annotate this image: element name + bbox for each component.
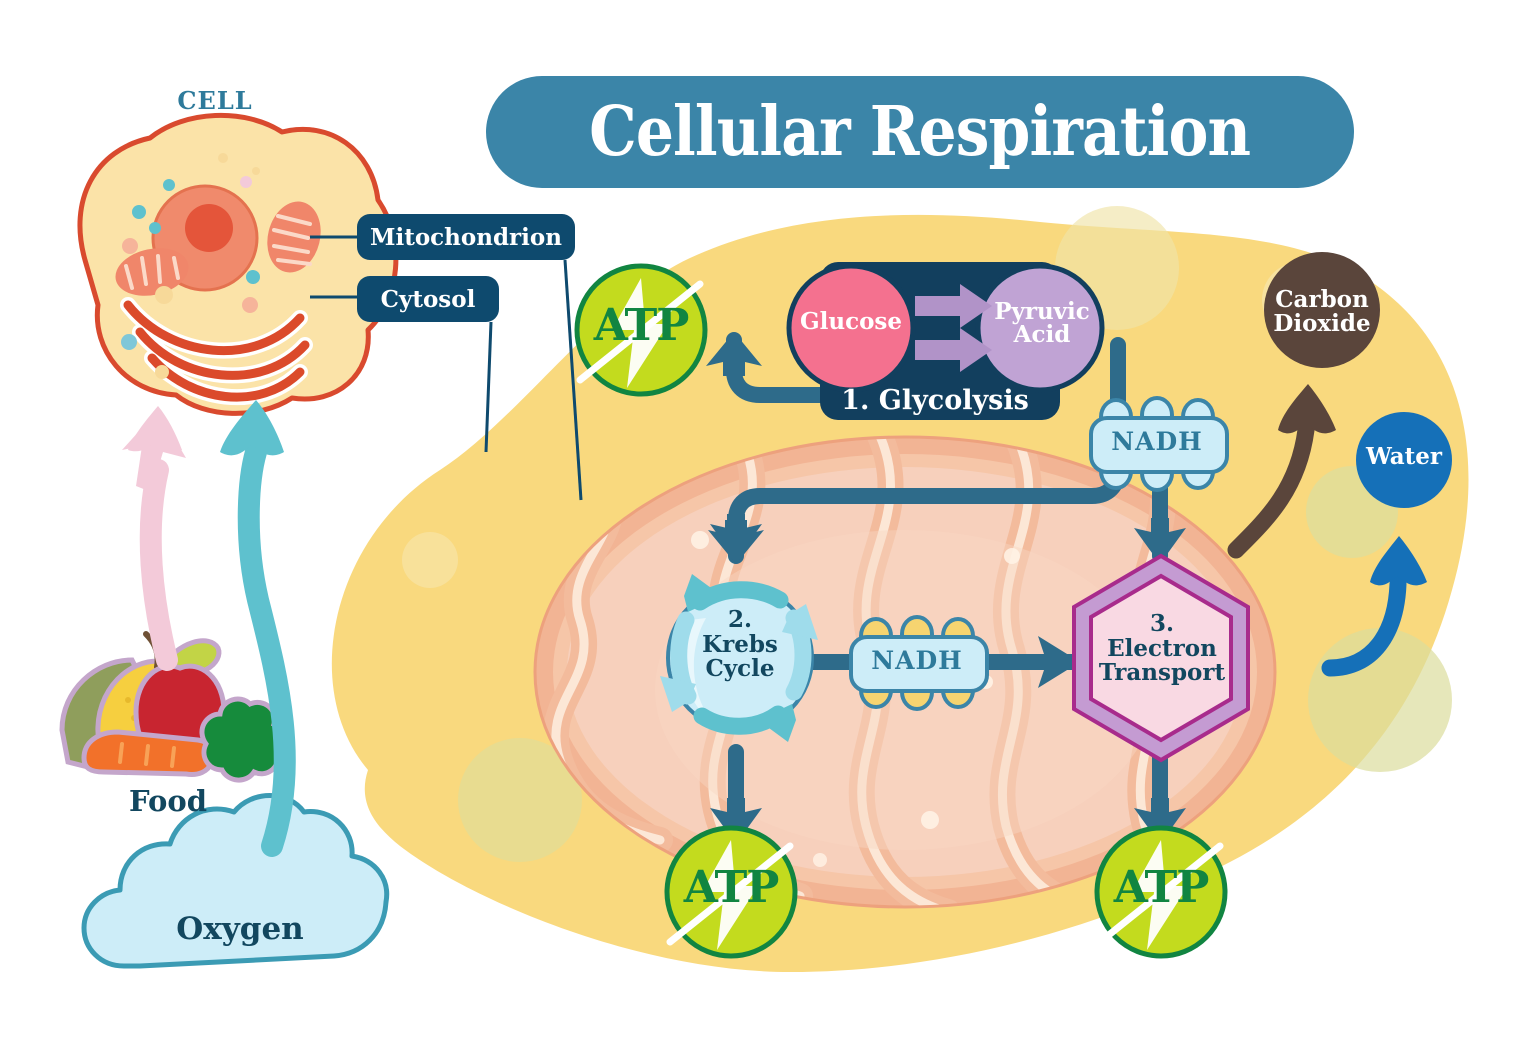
co2-output-arrow <box>1227 384 1336 559</box>
cell-caption: CELL <box>177 86 253 115</box>
cell-mitochondrion-left <box>115 248 189 296</box>
krebs-cycle-label: 2. Krebs Cycle <box>678 606 802 683</box>
food-input-arrow <box>122 406 186 671</box>
atp-badge-krebs <box>664 825 798 959</box>
glycolysis-stage-label: 1. Glycolysis <box>841 385 1029 416</box>
water-circle <box>1356 412 1452 508</box>
atp-label-glycolysis: ATP <box>593 300 690 351</box>
oxygen-cloud <box>81 793 390 969</box>
etc-line1: 3. <box>1149 610 1174 637</box>
krebs-cycle-shape <box>660 574 818 742</box>
callout-leader-lines <box>310 235 583 501</box>
oxygen-label: Oxygen <box>176 911 304 947</box>
pyruvic-acid-line2: Acid <box>1013 321 1071 349</box>
krebs-line2: Krebs <box>702 630 778 658</box>
connector-arrowheads <box>706 332 1186 844</box>
etc-line3: Transport <box>1098 659 1226 687</box>
krebs-line3: Cycle <box>705 655 775 683</box>
carbon-dioxide-label: Carbon Dioxide <box>1262 286 1382 338</box>
co2-line2: Dioxide <box>1273 310 1371 338</box>
callout-mitochondrion[interactable]: Mitochondrion <box>357 214 575 260</box>
co2-line1: Carbon <box>1275 286 1369 313</box>
atp-badge-etc <box>1094 825 1228 959</box>
page-title-text: Cellular Respiration <box>589 92 1251 172</box>
nadh-label-krebs: NADH <box>871 646 963 675</box>
glucose-label: Glucose <box>799 308 903 335</box>
water-output-arrow <box>1321 536 1427 677</box>
nadh-badge-krebs <box>849 615 989 711</box>
water-label: Water <box>1365 443 1443 470</box>
callout-cytosol-label: Cytosol <box>380 285 476 313</box>
etc-line2: Electron <box>1107 634 1217 662</box>
page-title: Cellular Respiration <box>486 76 1354 188</box>
pyruvic-acid-label: Pyruvic Acid <box>981 300 1103 347</box>
electron-transport-label: 3. Electron Transport <box>1086 610 1238 687</box>
carbon-dioxide-circle <box>1264 252 1380 368</box>
callout-cytosol[interactable]: Cytosol <box>357 276 499 322</box>
nadh-badge-glycolysis <box>1089 396 1229 492</box>
callout-mitochondrion-label: Mitochondrion <box>370 223 562 251</box>
electron-transport-hexagon <box>1072 553 1250 763</box>
oxygen-input-arrow <box>220 400 296 857</box>
atp-label-etc: ATP <box>1113 862 1210 913</box>
glycolysis-box <box>786 262 1105 420</box>
krebs-line1: 2. <box>727 606 752 633</box>
pyruvic-acid-line1: Pyruvic <box>994 298 1090 325</box>
cell-mitochondrion-right <box>267 201 321 273</box>
atp-badge-glycolysis <box>574 263 708 397</box>
nadh-label-glycolysis: NADH <box>1111 427 1203 456</box>
food-label: Food <box>129 784 207 818</box>
atp-label-krebs: ATP <box>683 862 780 913</box>
cell-illustration <box>77 112 399 416</box>
